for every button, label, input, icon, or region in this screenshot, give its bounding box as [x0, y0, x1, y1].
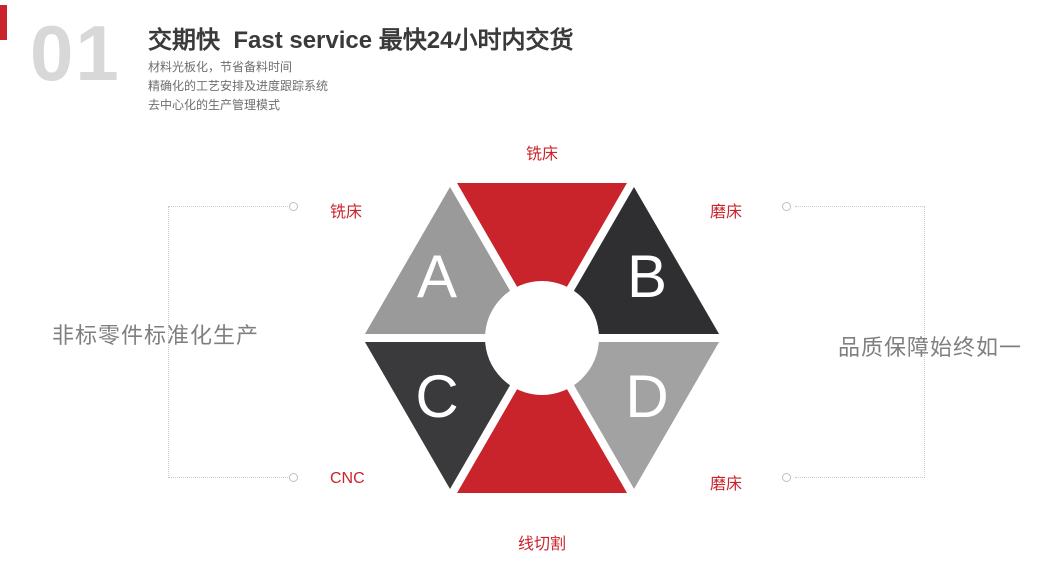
connector-node-icon	[289, 202, 298, 211]
letter-c: C	[415, 363, 458, 430]
left-dotted-connector	[168, 206, 292, 478]
center-circle	[485, 281, 599, 395]
label-top-milling: 铣床	[525, 146, 558, 163]
bullet-line-2: 精确化的工艺安排及进度跟踪系统	[148, 79, 329, 93]
letter-b: B	[627, 243, 667, 310]
connector-node-icon	[782, 202, 791, 211]
label-upper-left-milling: 铣床	[330, 204, 363, 221]
segment-upper-left-triangle	[351, 171, 549, 342]
right-caption: 品质保障始终如一	[838, 335, 1023, 360]
section-bullets: 材料光板化，节省备料时间 精确化的工艺安排及进度跟踪系统 去中心化的生产管理模式	[148, 58, 328, 115]
left-caption: 非标零件标准化生产	[52, 323, 260, 348]
label-lower-right-grinding: 磨床	[710, 476, 743, 493]
letter-a: A	[417, 243, 457, 310]
right-dotted-connector	[795, 206, 925, 478]
label-lower-left-cnc: CNC	[330, 470, 365, 487]
hexagon-diagram: A B C D	[351, 171, 733, 505]
connector-node-icon	[782, 473, 791, 482]
red-corner-bar	[0, 5, 7, 40]
bullet-line-1: 材料光板化，节省备料时间	[148, 60, 293, 74]
letter-d: D	[625, 363, 668, 430]
section-title: 交期快 Fast service 最快24小时内交货	[148, 27, 574, 54]
bullet-line-3: 去中心化的生产管理模式	[148, 98, 281, 112]
section-number: 01	[30, 9, 121, 97]
label-upper-right-grinding: 磨床	[710, 204, 743, 221]
label-bottom-wirecut: 线切割	[517, 536, 566, 553]
connector-node-icon	[289, 473, 298, 482]
